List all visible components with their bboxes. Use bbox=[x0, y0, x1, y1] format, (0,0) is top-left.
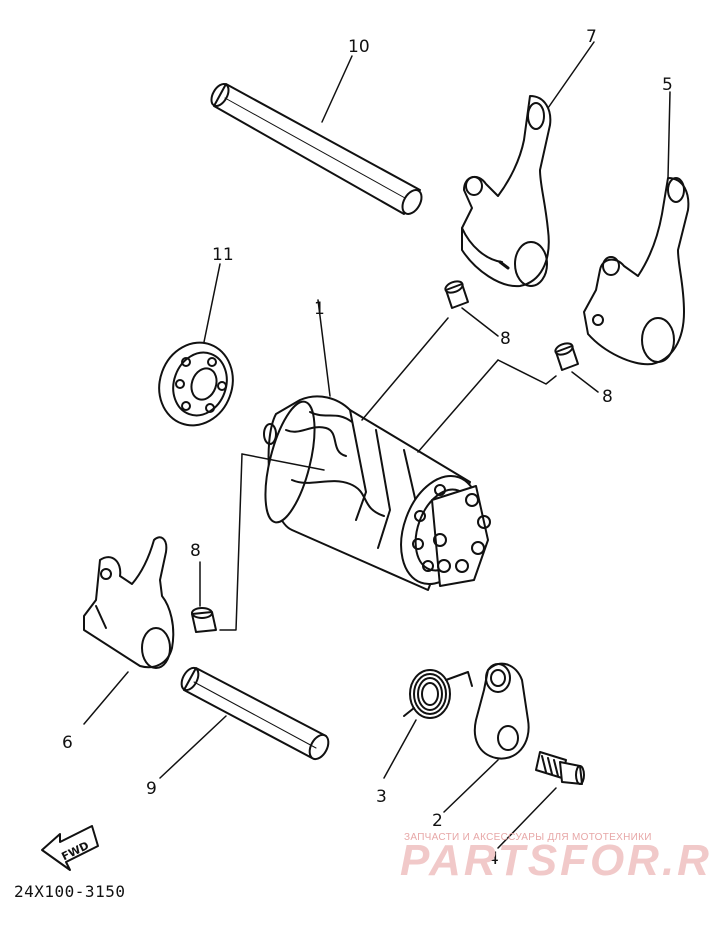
part-9-shaft bbox=[180, 666, 330, 761]
part-8-dowel-upper bbox=[444, 280, 469, 309]
part-10-shaft bbox=[210, 83, 423, 215]
callout-1: 1 bbox=[314, 299, 325, 319]
part-5-shift-fork bbox=[583, 177, 690, 366]
drawing-code: 24X100-3150 bbox=[14, 882, 126, 901]
fwd-arrow-icon bbox=[41, 825, 99, 871]
callout-7: 7 bbox=[586, 27, 597, 47]
part-1-shift-drum bbox=[263, 395, 491, 591]
part-7-shift-fork bbox=[461, 95, 552, 288]
callout-4: 4 bbox=[488, 849, 499, 869]
callout-8-right: 8 bbox=[602, 387, 613, 407]
watermark-brand: PARTSFOR.RU bbox=[400, 836, 714, 885]
part-11-bearing bbox=[158, 341, 234, 427]
callout-11: 11 bbox=[212, 245, 234, 265]
callout-5: 5 bbox=[662, 75, 673, 95]
part-2-stopper-lever bbox=[473, 662, 530, 760]
part-6-shift-fork bbox=[83, 536, 175, 669]
part-4-bolt bbox=[535, 751, 585, 785]
callout-9: 9 bbox=[146, 779, 157, 799]
part-8-dowel-right bbox=[554, 342, 579, 371]
part-8-dowel-left bbox=[191, 607, 217, 633]
callout-2: 2 bbox=[432, 811, 443, 831]
callout-6: 6 bbox=[62, 733, 73, 753]
watermark-tagline: ЗАПЧАСТИ И АКСЕССУАРЫ ДЛЯ МОТОТЕХНИКИ bbox=[404, 832, 652, 843]
callout-10: 10 bbox=[348, 37, 370, 57]
callout-3: 3 bbox=[376, 787, 387, 807]
part-3-spring bbox=[403, 669, 473, 719]
callout-8-upper: 8 bbox=[500, 329, 511, 349]
callout-8-left: 8 bbox=[190, 541, 201, 561]
